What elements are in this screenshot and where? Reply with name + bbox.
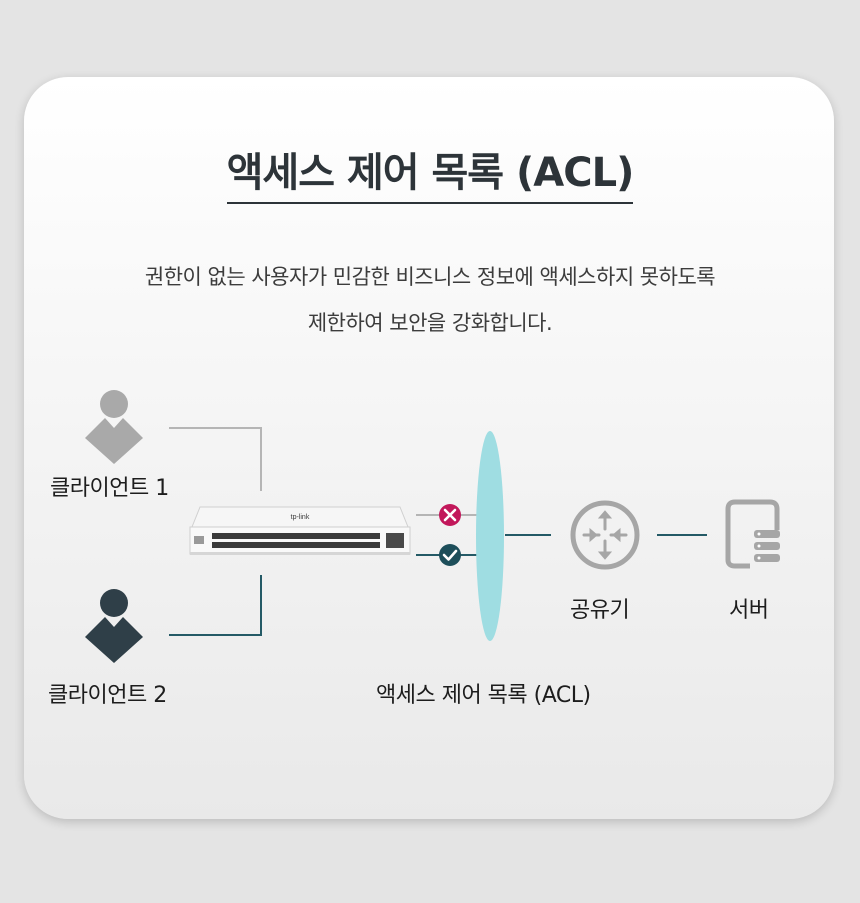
server-icon (725, 499, 780, 569)
client-1-icon (85, 390, 143, 464)
client-1-link (169, 427, 262, 491)
switch-sfp-ports (386, 533, 404, 548)
client-2-label: 클라이언트 2 (48, 683, 167, 708)
router-icon (570, 500, 640, 570)
x-circle-icon (439, 504, 461, 526)
switch-port-row-bottom (212, 542, 380, 548)
description-line-2: 제한하여 보안을 강화합니다. (307, 311, 553, 335)
check-circle-icon (439, 544, 461, 566)
client-2-icon (85, 589, 143, 663)
router-label: 공유기 (570, 598, 630, 623)
description-line-1: 권한이 없는 사용자가 민감한 비즈니스 정보에 액세스하지 못하도록 (144, 265, 716, 289)
server-label: 서버 (729, 598, 769, 623)
acl-filter (476, 431, 504, 641)
acl-label: 액세스 제어 목록 (ACL) (376, 683, 591, 708)
card (24, 77, 834, 819)
switch-device: tp-link (189, 506, 411, 555)
page-title: 액세스 제어 목록 (ACL) (0, 140, 860, 204)
switch-logo: tp-link (291, 514, 310, 521)
client-2-link (169, 575, 262, 636)
switch-port-row-top (212, 533, 380, 539)
client-1-label: 클라이언트 1 (50, 476, 169, 501)
